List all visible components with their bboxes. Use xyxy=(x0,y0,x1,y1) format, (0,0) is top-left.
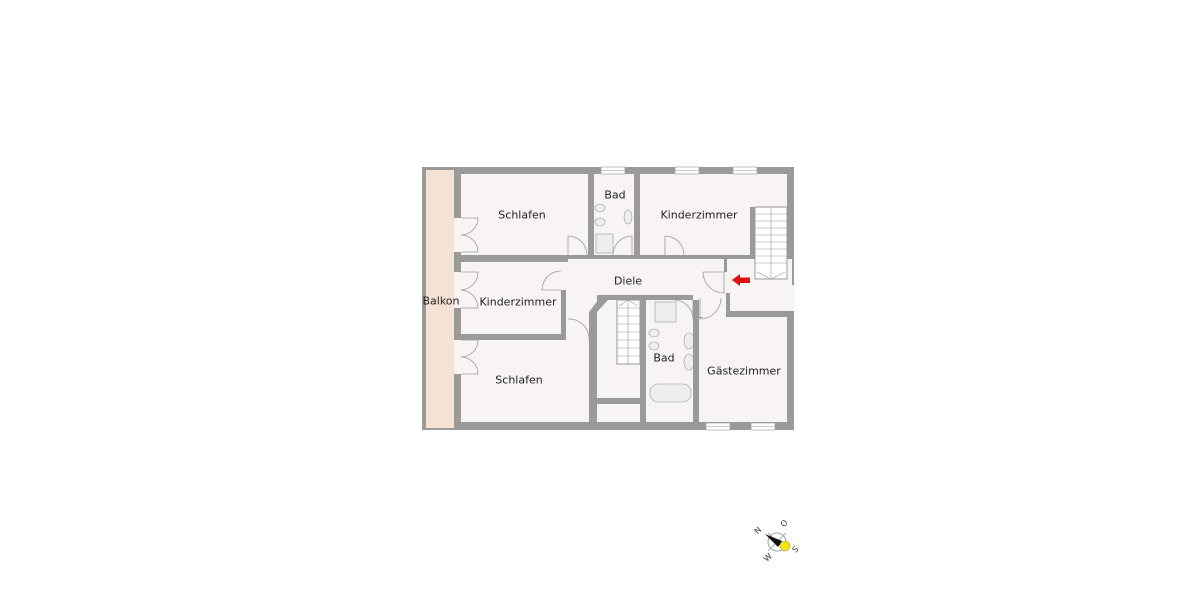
room-schlafen-bottom xyxy=(461,340,589,422)
entry-arrow-icon xyxy=(732,274,750,286)
room-label-schlafen-bottom: Schlafen xyxy=(495,373,543,387)
room-schlafen-top xyxy=(461,174,588,255)
room-label-kinderzimmer-top: Kinderzimmer xyxy=(660,208,738,222)
room-label-schlafen-top: Schlafen xyxy=(498,208,546,222)
room-gaestezimmer xyxy=(699,317,787,422)
room-diele xyxy=(566,259,726,295)
balcony-area xyxy=(426,170,454,428)
room-label-bad-top: Bad xyxy=(604,188,626,202)
compass-icon xyxy=(765,532,791,552)
room-label-diele: Diele xyxy=(613,274,643,288)
room-label-balkon: Balkon xyxy=(422,294,460,308)
room-label-gaestezimmer: Gästezimmer xyxy=(707,364,781,378)
room-label-kinderzimmer-left: Kinderzimmer xyxy=(479,295,557,309)
room-label-bad-bottom: Bad xyxy=(653,351,675,365)
storage-bottom xyxy=(597,404,640,422)
